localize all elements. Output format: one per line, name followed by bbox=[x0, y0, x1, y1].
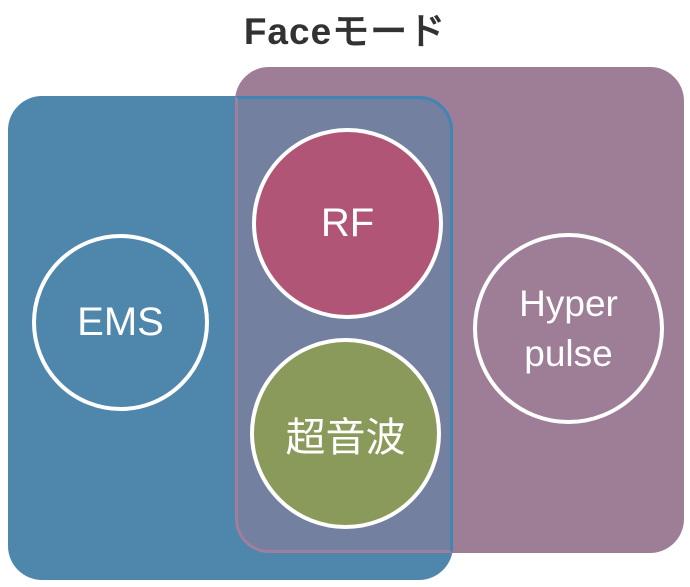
hyper-pulse-label-line1: Hyper bbox=[519, 282, 618, 324]
page-title: Faceモード bbox=[243, 11, 447, 52]
ems-circle: EMS bbox=[32, 234, 209, 411]
rf-label: RF bbox=[320, 201, 375, 245]
rf-circle: RF bbox=[252, 128, 443, 319]
ultrasound-label: 超音波 bbox=[285, 415, 406, 460]
ems-label: EMS bbox=[77, 300, 164, 344]
ultrasound-circle: 超音波 bbox=[250, 338, 441, 529]
hyper-pulse-circle: Hyper pulse bbox=[473, 233, 664, 424]
hyper-pulse-label-line2: pulse bbox=[524, 332, 613, 374]
hyper-pulse-label: Hyper pulse bbox=[519, 279, 618, 379]
